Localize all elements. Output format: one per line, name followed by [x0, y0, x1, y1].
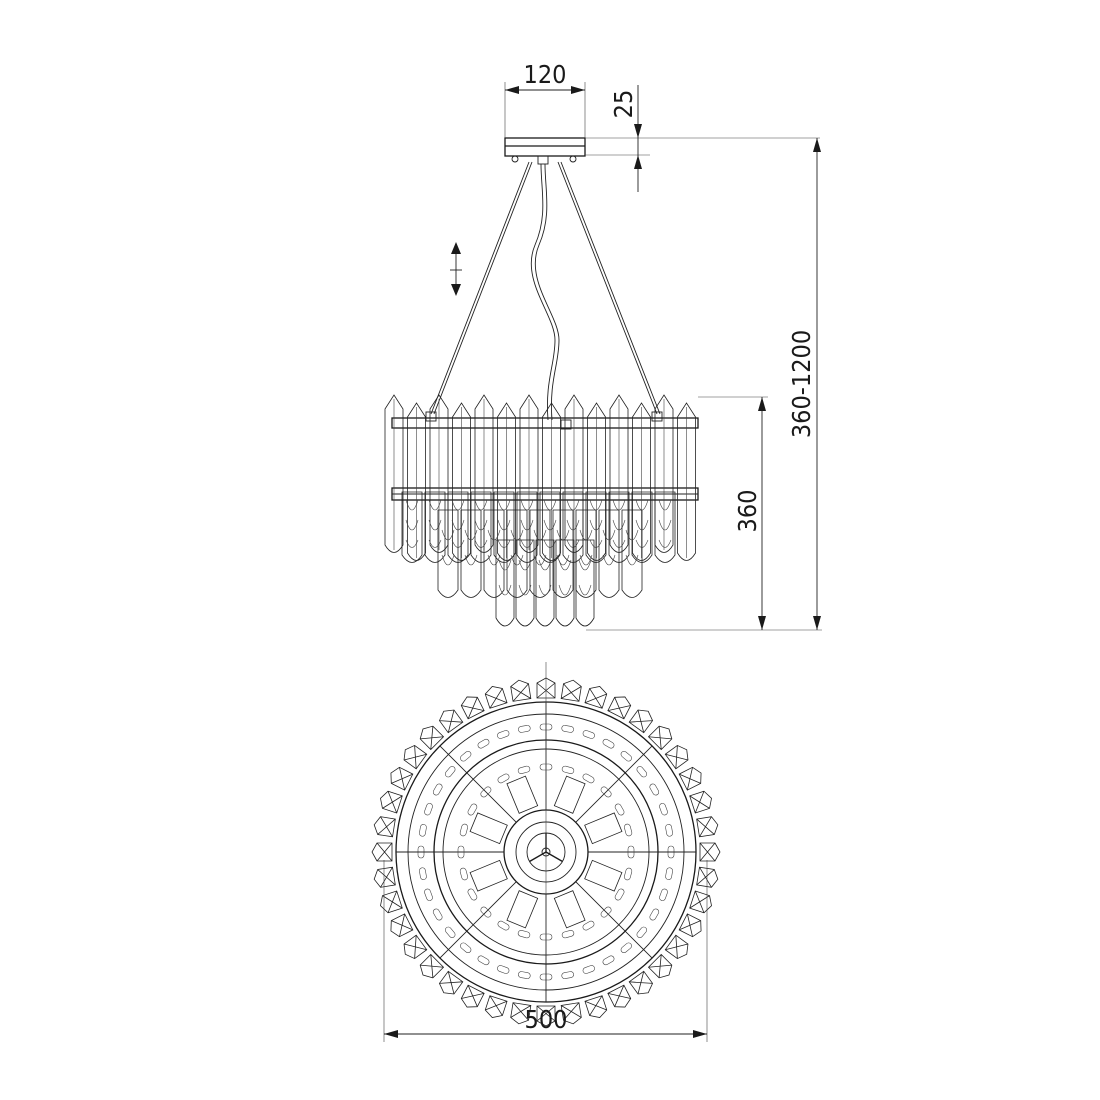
crystal-pendants: [384, 394, 696, 627]
dimension-label-500: 500: [525, 1005, 568, 1034]
top-view: [371, 662, 721, 1027]
height-adjust-icon: [450, 242, 462, 296]
frame-spokes: [396, 662, 696, 1002]
dimension-label-360: 360: [733, 490, 762, 533]
dimension-label-360-1200: 360-1200: [787, 330, 816, 438]
dimension-label-25: 25: [609, 90, 638, 119]
chandelier-frame: [391, 411, 699, 501]
side-view: [384, 137, 699, 627]
suspension-cables: [430, 161, 661, 421]
crystal-ring-inner: [457, 763, 635, 941]
dimension-label-120: 120: [524, 60, 567, 89]
ceiling-canopy: [504, 137, 586, 165]
crystal-ring-outer: [371, 677, 721, 1027]
dimension-lines: [383, 82, 822, 1042]
